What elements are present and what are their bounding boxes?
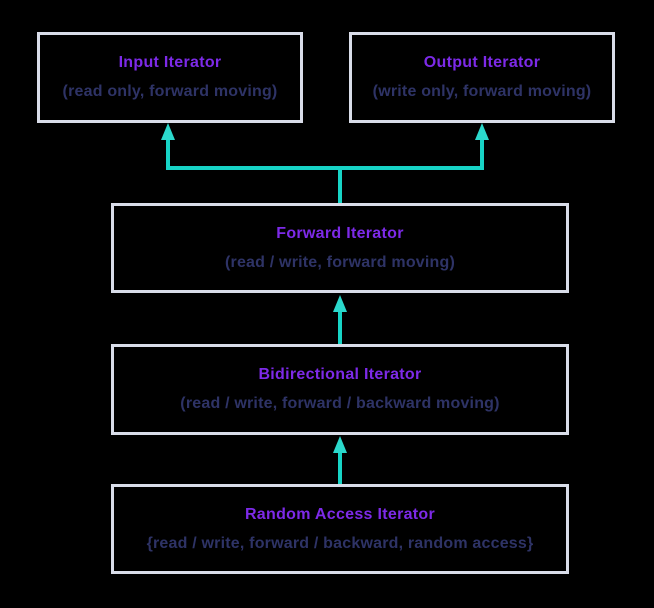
arrowhead-up-to-forward-icon	[333, 295, 347, 312]
node-subtitle: (write only, forward moving)	[372, 83, 592, 100]
node-subtitle: (read / write, forward moving)	[224, 253, 456, 271]
edge-forward-branch-line	[166, 138, 484, 170]
node-random-access-iterator: Random Access Iterator {read / write, fo…	[111, 484, 569, 574]
node-title: Random Access Iterator	[244, 505, 436, 523]
arrowhead-up-to-input-icon	[161, 123, 175, 140]
node-subtitle: {read / write, forward / backward, rando…	[146, 534, 534, 552]
node-forward-iterator: Forward Iterator (read / write, forward …	[111, 203, 569, 293]
node-subtitle: (read / write, forward / backward moving…	[180, 395, 500, 412]
node-input-iterator: Input Iterator (read only, forward movin…	[37, 32, 303, 123]
node-subtitle: (read only, forward moving)	[62, 83, 278, 100]
node-title: Output Iterator	[423, 54, 541, 71]
node-bidirectional-iterator: Bidirectional Iterator (read / write, fo…	[111, 344, 569, 435]
arrowhead-up-to-output-icon	[475, 123, 489, 140]
node-title: Bidirectional Iterator	[258, 366, 422, 383]
arrowhead-up-to-bidirectional-icon	[333, 436, 347, 453]
node-title: Input Iterator	[118, 54, 222, 71]
node-output-iterator: Output Iterator (write only, forward mov…	[349, 32, 615, 123]
node-title: Forward Iterator	[276, 224, 404, 242]
